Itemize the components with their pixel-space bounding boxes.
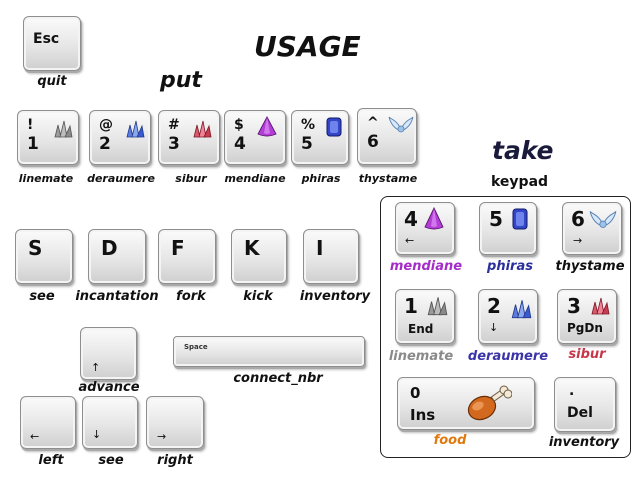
arrow-right-icon: →	[157, 430, 167, 443]
mendiane-gem-icon	[424, 207, 444, 230]
thystame-wings-icon	[388, 116, 414, 133]
arrow-up-icon: ↑	[91, 361, 101, 374]
arrow-right-key[interactable]: →	[146, 396, 204, 449]
key-s[interactable]: S	[15, 229, 73, 284]
keypad-key-1[interactable]: 1 End	[395, 289, 455, 344]
action-label-incantation: incantation	[75, 289, 159, 304]
put-heading: put	[160, 68, 202, 93]
connect-nbr-label: connect_nbr	[233, 371, 323, 386]
put-label-sibur: sibur	[175, 172, 207, 185]
mendiane-gem-icon	[257, 116, 277, 137]
put-key-4[interactable]: $ 4	[224, 110, 286, 165]
take-heading: take	[492, 136, 554, 165]
phiras-gem-icon	[512, 208, 528, 230]
key-f[interactable]: F	[158, 229, 216, 284]
put-label-deraumere: deraumere	[87, 172, 155, 185]
thystame-wings-icon	[589, 211, 617, 228]
put-label-linemate: linemate	[18, 172, 74, 185]
keypad-key-2[interactable]: 2 ↓	[478, 289, 538, 344]
key-d[interactable]: D	[88, 229, 146, 284]
left-label: left	[38, 453, 64, 468]
keypad-label-mendiane: mendiane	[389, 259, 463, 274]
put-key-1[interactable]: ! 1	[17, 110, 79, 165]
food-drumstick-icon	[467, 385, 512, 421]
put-label-thystame: thystame	[358, 172, 418, 185]
page-title: USAGE	[254, 30, 361, 63]
keypad-key-dot[interactable]: . Del	[554, 377, 616, 432]
action-label-kick: kick	[243, 289, 273, 304]
keypad-label-inventory: inventory	[548, 435, 620, 450]
action-label-fork: fork	[176, 289, 206, 304]
sibur-crystal-icon	[193, 120, 212, 138]
put-key-5[interactable]: % 5	[291, 110, 349, 165]
deraumere-crystal-icon	[511, 300, 532, 319]
quit-label: quit	[37, 74, 67, 89]
keypad-heading: keypad	[491, 174, 549, 190]
keypad-key-0[interactable]: 0 Ins	[397, 377, 535, 430]
action-label-see: see	[29, 289, 55, 304]
esc-key[interactable]: Esc	[23, 16, 81, 71]
arrow-down-key[interactable]: ↓	[82, 396, 138, 449]
advance-label: advance	[78, 380, 140, 395]
keypad-key-3[interactable]: 3 PgDn	[557, 289, 617, 344]
linemate-crystal-icon	[427, 297, 448, 316]
keypad-label-linemate: linemate	[388, 349, 454, 364]
put-key-3[interactable]: # 3	[158, 110, 220, 165]
arrow-left-icon: ←	[30, 430, 40, 443]
keypad-label-thystame: thystame	[555, 259, 625, 274]
linemate-crystal-icon	[54, 120, 73, 138]
keypad-key-6[interactable]: 6 →	[562, 202, 622, 255]
arrow-up-key[interactable]: ↑	[80, 327, 137, 380]
arrow-left-key[interactable]: ←	[20, 396, 76, 449]
deraumere-crystal-icon	[126, 120, 145, 138]
right-label: right	[157, 453, 193, 468]
see-down-label: see	[98, 453, 124, 468]
put-key-2[interactable]: @ 2	[89, 110, 151, 165]
keypad-key-4[interactable]: 4 ←	[395, 202, 455, 255]
action-label-inventory: inventory	[299, 289, 371, 304]
put-label-mendiane: mendiane	[224, 172, 286, 185]
phiras-gem-icon	[326, 117, 342, 137]
space-key[interactable]: Space	[173, 336, 365, 367]
keypad-label-phiras: phiras	[487, 259, 533, 274]
put-label-phiras: phiras	[301, 172, 341, 185]
sibur-crystal-icon	[591, 297, 610, 315]
arrow-down-icon: ↓	[92, 428, 102, 441]
keypad-label-food: food	[433, 433, 467, 448]
key-k[interactable]: K	[231, 229, 287, 284]
keypad-label-sibur: sibur	[568, 347, 606, 362]
keypad-key-5[interactable]: 5	[479, 202, 537, 255]
esc-key-label: Esc	[33, 31, 60, 47]
key-i[interactable]: I	[303, 229, 359, 284]
keypad-label-deraumere: deraumere	[467, 349, 549, 364]
put-key-6[interactable]: ^ 6	[357, 108, 417, 165]
